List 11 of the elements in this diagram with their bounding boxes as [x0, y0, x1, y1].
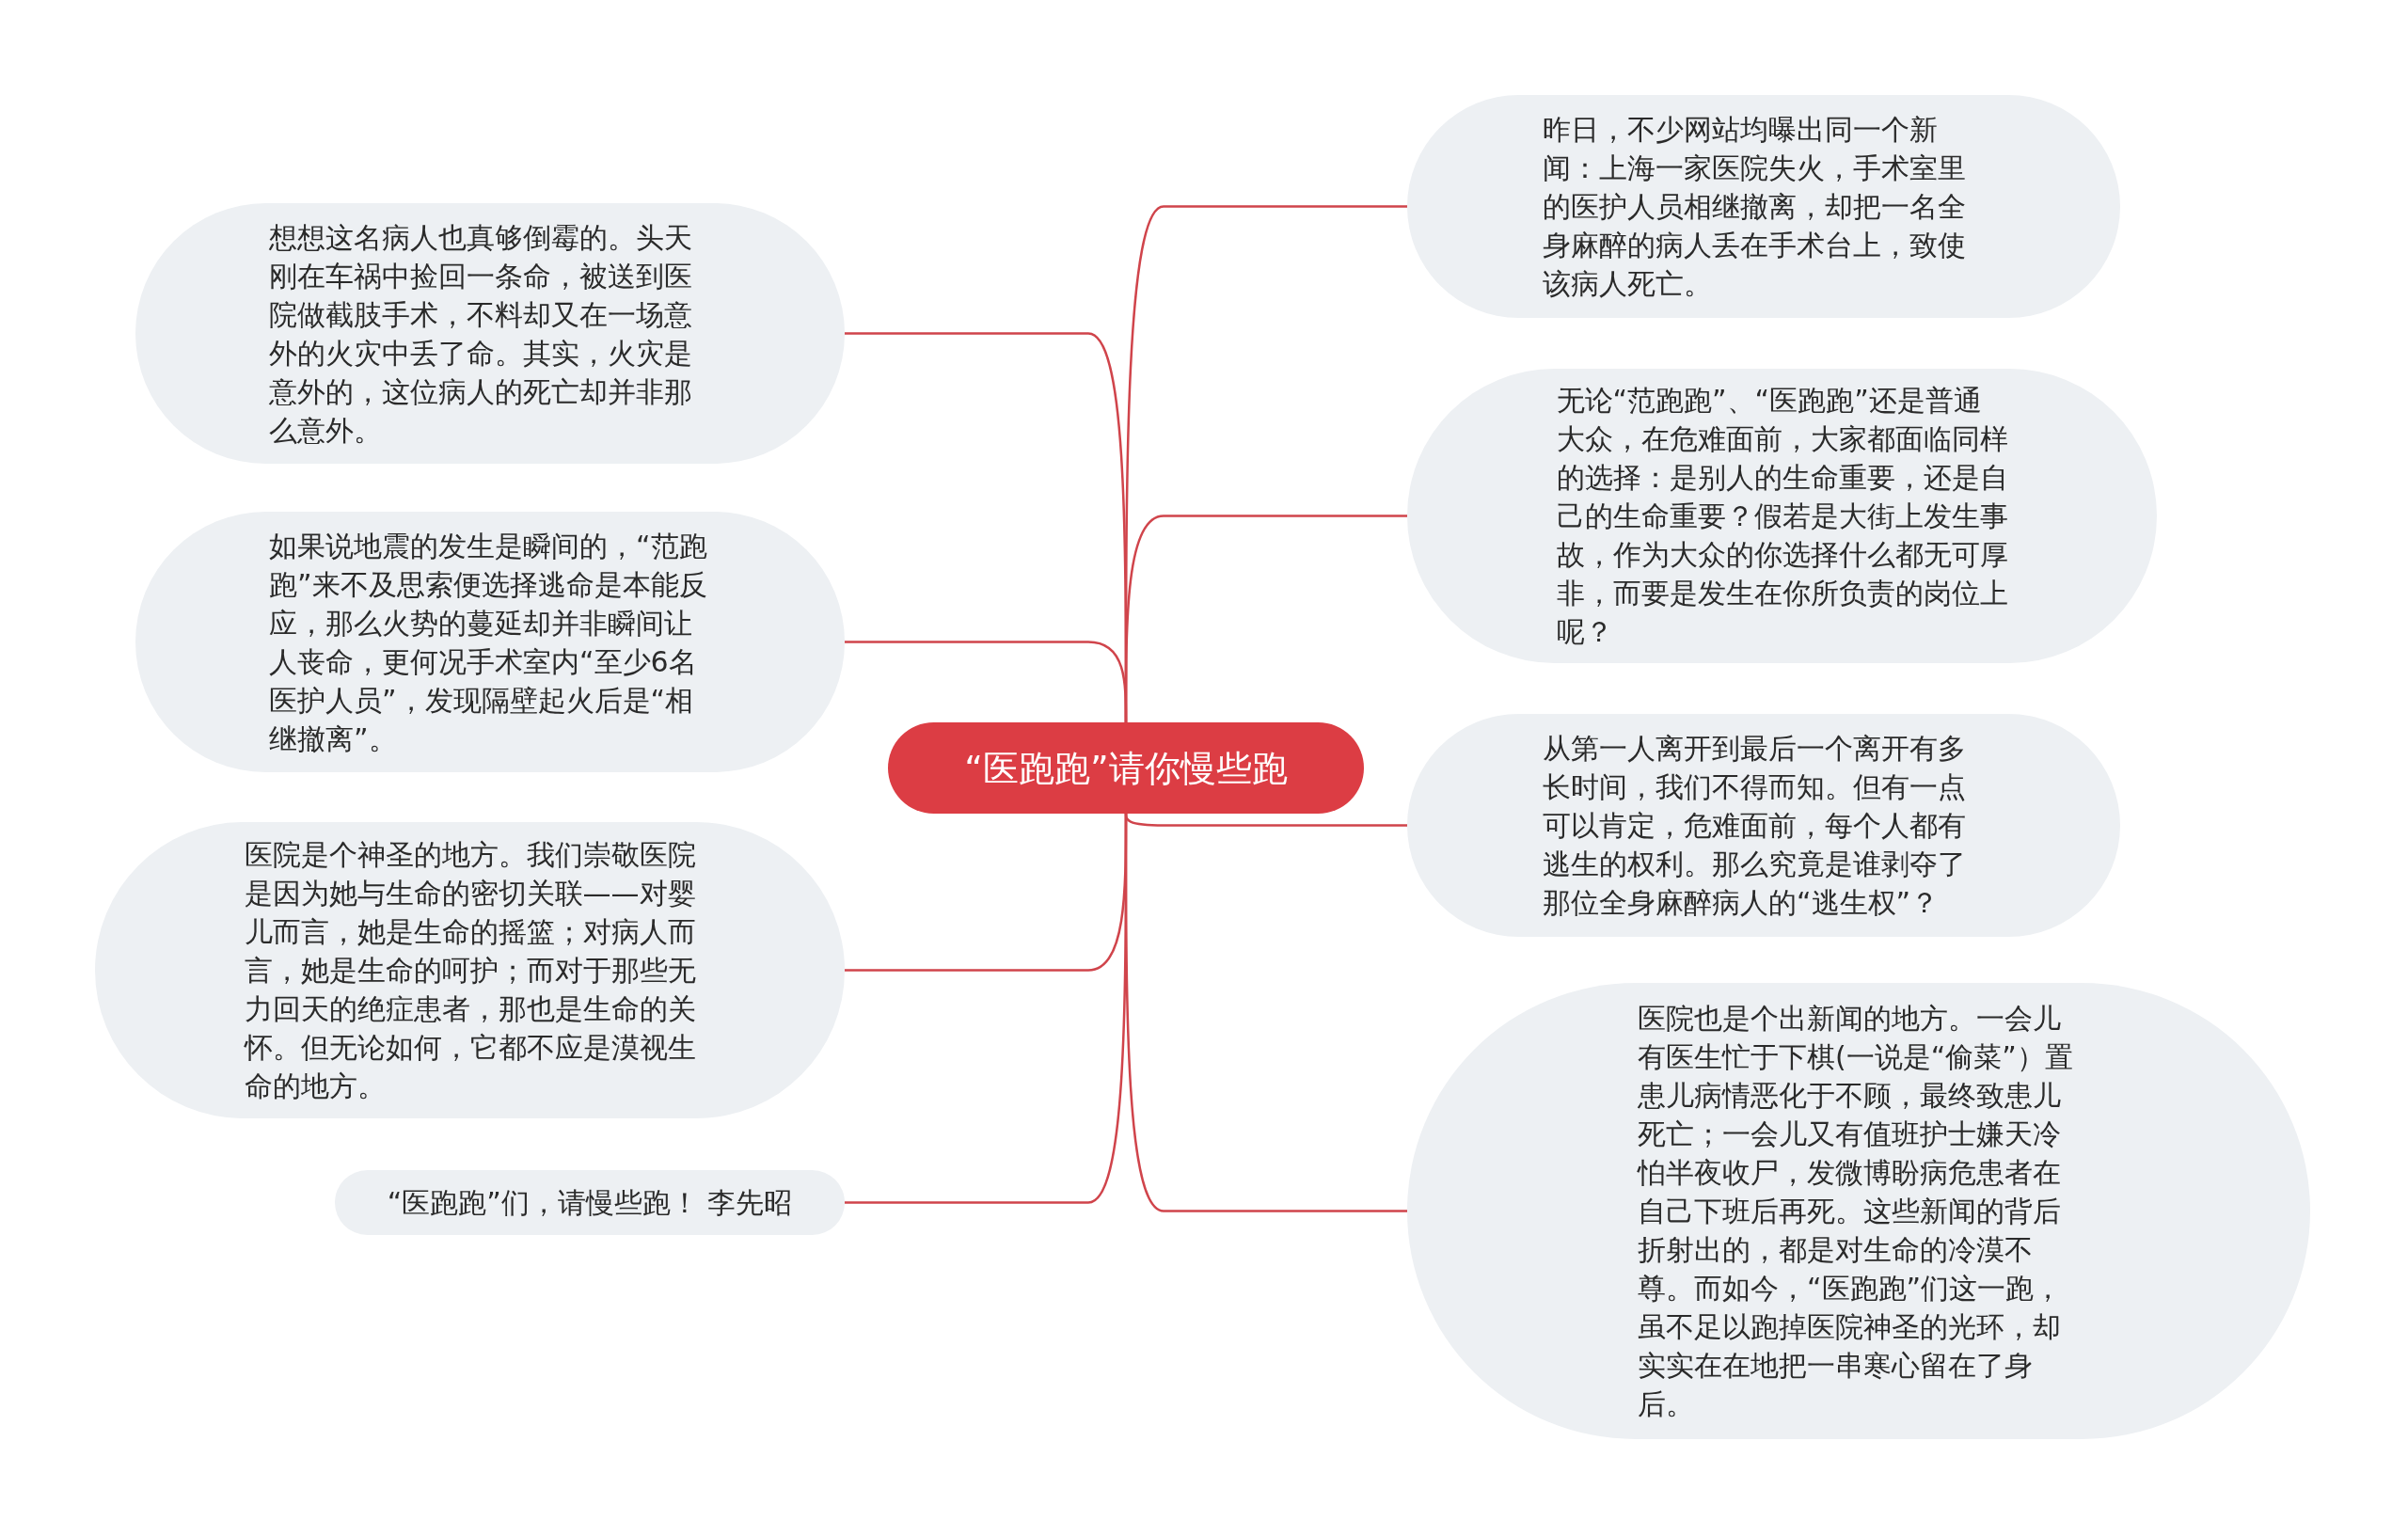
topic-text: 医院是个神圣的地方。我们崇敬医院是因为她与生命的密切关联——对婴儿而言，她是生命的摇篮；对病人而言，她是生命的呵护；而对于那些无力回天的绝症患者，那也是生命的关怀。但无论如何，它都不应是漠视生命的地方。 — [244, 837, 696, 1104]
topic-text: 昨日，不少网站均曝出同一个新闻：上海一家医院失火，手术室里的医护人员相继撤离，却把一名全身麻醉的病人丢在手术台上，致使该病人死亡。 — [1543, 112, 1967, 302]
topic-text: 医院也是个出新闻的地方。一会儿有医生忙于下棋(一说是“偷菜”）置患儿病情恶化于不顾，最终致患儿死亡；一会儿又有值班护士嫌天冷怕半夜收尸，发微博盼病危患者在自己下班后再死。这些新闻的背后折射出的，都是对生命的冷漠不尊。而如今，“医跑跑”们这一跑，虽不足以跑掉医院神圣的光环，却实实在在地把一串寒心留在了身后。 — [1638, 1001, 2074, 1422]
topic-text: 无论“范跑跑”、“医跑跑”还是普通大众，在危难面前，大家都面临同样的选择：是别人的生命重要，还是自己的生命重要？假若是大街上发生事故，作为大众的你选择什么都无可厚非，而要是发生在你所负责的岗位上呢？ — [1556, 383, 2008, 650]
connector-line — [1124, 814, 1407, 1212]
topic-title: “医跑跑”请你慢些跑 — [964, 746, 1288, 791]
topic-text: 如果说地震的发生是瞬间的，“范跑跑”来不及思索便选择逃命是本能反应，那么火势的蔓延却并非瞬间让人丧命，更何况手术室内“至少6名医护人员”，发现隔壁起火后是“相继撤离”。 — [269, 528, 708, 757]
topic-text: 从第一人离开到最后一个离开有多长时间，我们不得而知。但有一点可以肯定，危难面前，每个人都有逃生的权利。那么究竟是谁剥夺了那位全身麻醉病人的“逃生权”？ — [1543, 731, 1967, 921]
topic-text: “医跑跑”们，请慢些跑！ 李先昭 — [387, 1185, 793, 1221]
connector-line — [1124, 515, 1407, 722]
topic-text: 想想这名病人也真够倒霉的。头天刚在车祸中捡回一条命，被送到医院做截肢手术，不料却又在一场意外的火灾中丢了命。其实，火灾是意外的，这位病人的死亡却并非那么意外。 — [269, 219, 693, 449]
